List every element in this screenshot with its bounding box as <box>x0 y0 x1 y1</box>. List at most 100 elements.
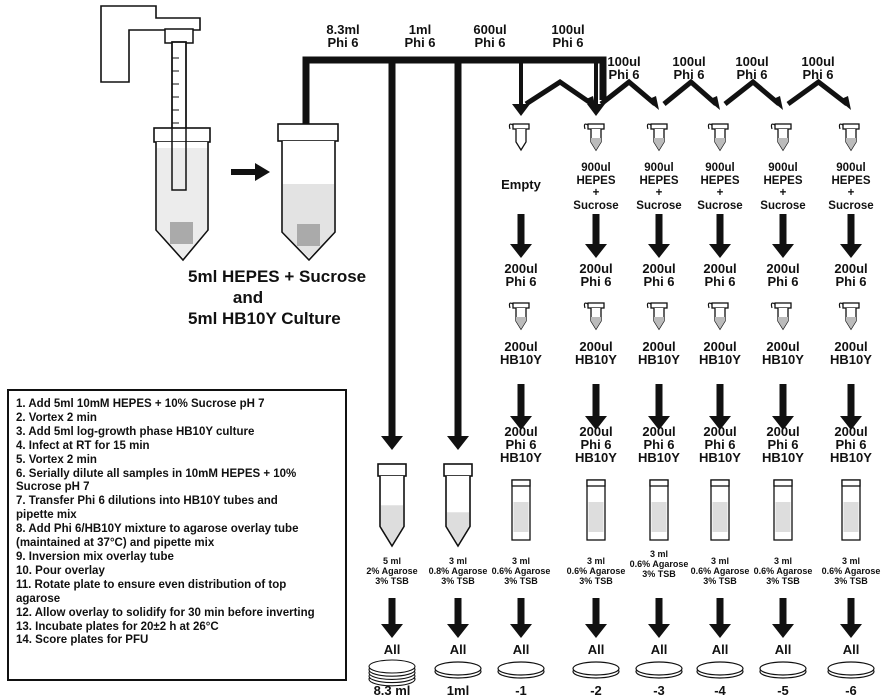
plate-label-4: -3 <box>653 683 665 698</box>
phi-tube-3-liquid <box>715 317 725 329</box>
arrow-pour-4-head <box>648 624 670 638</box>
phi-tube-0-liquid <box>516 317 526 329</box>
plate-label-1: 1ml <box>446 683 470 698</box>
diluent-tube-0-cap <box>512 123 530 130</box>
serial-chevron-1 <box>524 78 594 107</box>
pour-label-4: All <box>650 642 668 657</box>
diluent-tube-5-cap <box>842 123 860 130</box>
pour-label-6: All <box>774 642 792 657</box>
conical-source-label <box>170 222 193 244</box>
protocol-step: 13. Incubate plates for 20±2 h at 26°C <box>16 620 219 633</box>
diluent-empty: Empty <box>501 177 541 192</box>
protocol-step: 4. Infect at RT for 15 min <box>16 439 150 452</box>
arrow-pour-2-head <box>510 624 532 638</box>
phi-tube-5-cap <box>842 302 860 309</box>
pipette-tip-outline <box>171 41 187 191</box>
arrow-host-0-head <box>510 416 532 430</box>
phi-tube-2-liquid <box>654 317 664 329</box>
overlay-tube-2-cap <box>511 479 531 487</box>
serial-chevron-head-2 <box>647 96 659 110</box>
overlay-conical-0-cap <box>377 463 407 477</box>
arrow-diluent-0-head <box>510 244 532 258</box>
arrow-pour-6-head <box>772 624 794 638</box>
overlay-tube-3-cap <box>586 479 606 487</box>
plate-0-dish-0 <box>368 659 416 674</box>
diluent-tube-4-liquid <box>778 138 788 150</box>
protocol-step: Sucrose pH 7 <box>16 481 90 494</box>
arrow-diluent-4-head <box>772 244 794 258</box>
plate-label-6: -5 <box>777 683 789 698</box>
plate-label-5: -4 <box>714 683 726 698</box>
arrow-host-3-head <box>709 416 731 430</box>
arrow-600ul-head <box>512 104 530 116</box>
phi-tube-3-cap <box>711 302 729 309</box>
plate-4-lid <box>635 661 683 676</box>
arrow-host-5-head <box>840 416 862 430</box>
phi-tube-2-lid <box>646 302 652 309</box>
phi-tube-4-cap <box>774 302 792 309</box>
plate-6-lid <box>759 661 807 676</box>
protocol-step: 5. Vortex 2 min <box>16 453 97 466</box>
diluent-tube-1-cap <box>587 123 605 130</box>
protocol-step: 10. Pour overlay <box>16 564 105 577</box>
protocol-step: 11. Rotate plate to ensure even distribu… <box>16 578 287 591</box>
protocol-step: 8. Add Phi 6/HB10Y mixture to agarose ov… <box>16 523 299 536</box>
plate-label-0: 8.3 ml <box>373 683 411 698</box>
overlay-tube-4-cap <box>649 479 669 487</box>
pour-label-0: All <box>383 642 401 657</box>
arrow-diluent-5-head <box>840 244 862 258</box>
diluent-tube-3-lid <box>707 123 713 130</box>
pour-label-1: All <box>449 642 467 657</box>
conical-mixed-liquid <box>283 184 334 258</box>
overlay-tube-6-cap <box>773 479 793 487</box>
conical-source-liquid <box>157 148 207 258</box>
protocol-step: 1. Add 5ml 10mM HEPES + 10% Sucrose pH 7 <box>16 398 265 410</box>
overlay-tube-5-agar <box>712 502 728 532</box>
protocol-step: agarose <box>16 592 61 605</box>
protocol-box: 1. Add 5ml 10mM HEPES + 10% Sucrose pH 7… <box>7 389 347 681</box>
protocol-step: 2. Vortex 2 min <box>16 411 97 424</box>
diluent-tube-4-lid <box>770 123 776 130</box>
diluent-tube-4-cap <box>774 123 792 130</box>
pour-label-5: All <box>711 642 729 657</box>
overlay-tube-3-agar <box>588 502 604 532</box>
plate-1-lid <box>434 661 482 676</box>
protocol-step: 14. Score plates for PFU <box>16 634 149 647</box>
diluent-tube-0-body <box>515 129 527 152</box>
pour-label-2: All <box>512 642 530 657</box>
arrow-host-1-head <box>585 416 607 430</box>
overlay-tube-4-agar <box>651 502 667 532</box>
plate-5-lid <box>696 661 744 676</box>
conical-mixed-label <box>297 224 320 246</box>
plate-label-3: -2 <box>590 683 602 698</box>
arrow-diluent-1-head <box>585 244 607 258</box>
serial-chevron-4 <box>723 78 781 106</box>
diluent-tube-2-cap <box>650 123 668 130</box>
overlay-tube-7-agar <box>843 502 859 532</box>
plate-3-lid <box>572 661 620 676</box>
